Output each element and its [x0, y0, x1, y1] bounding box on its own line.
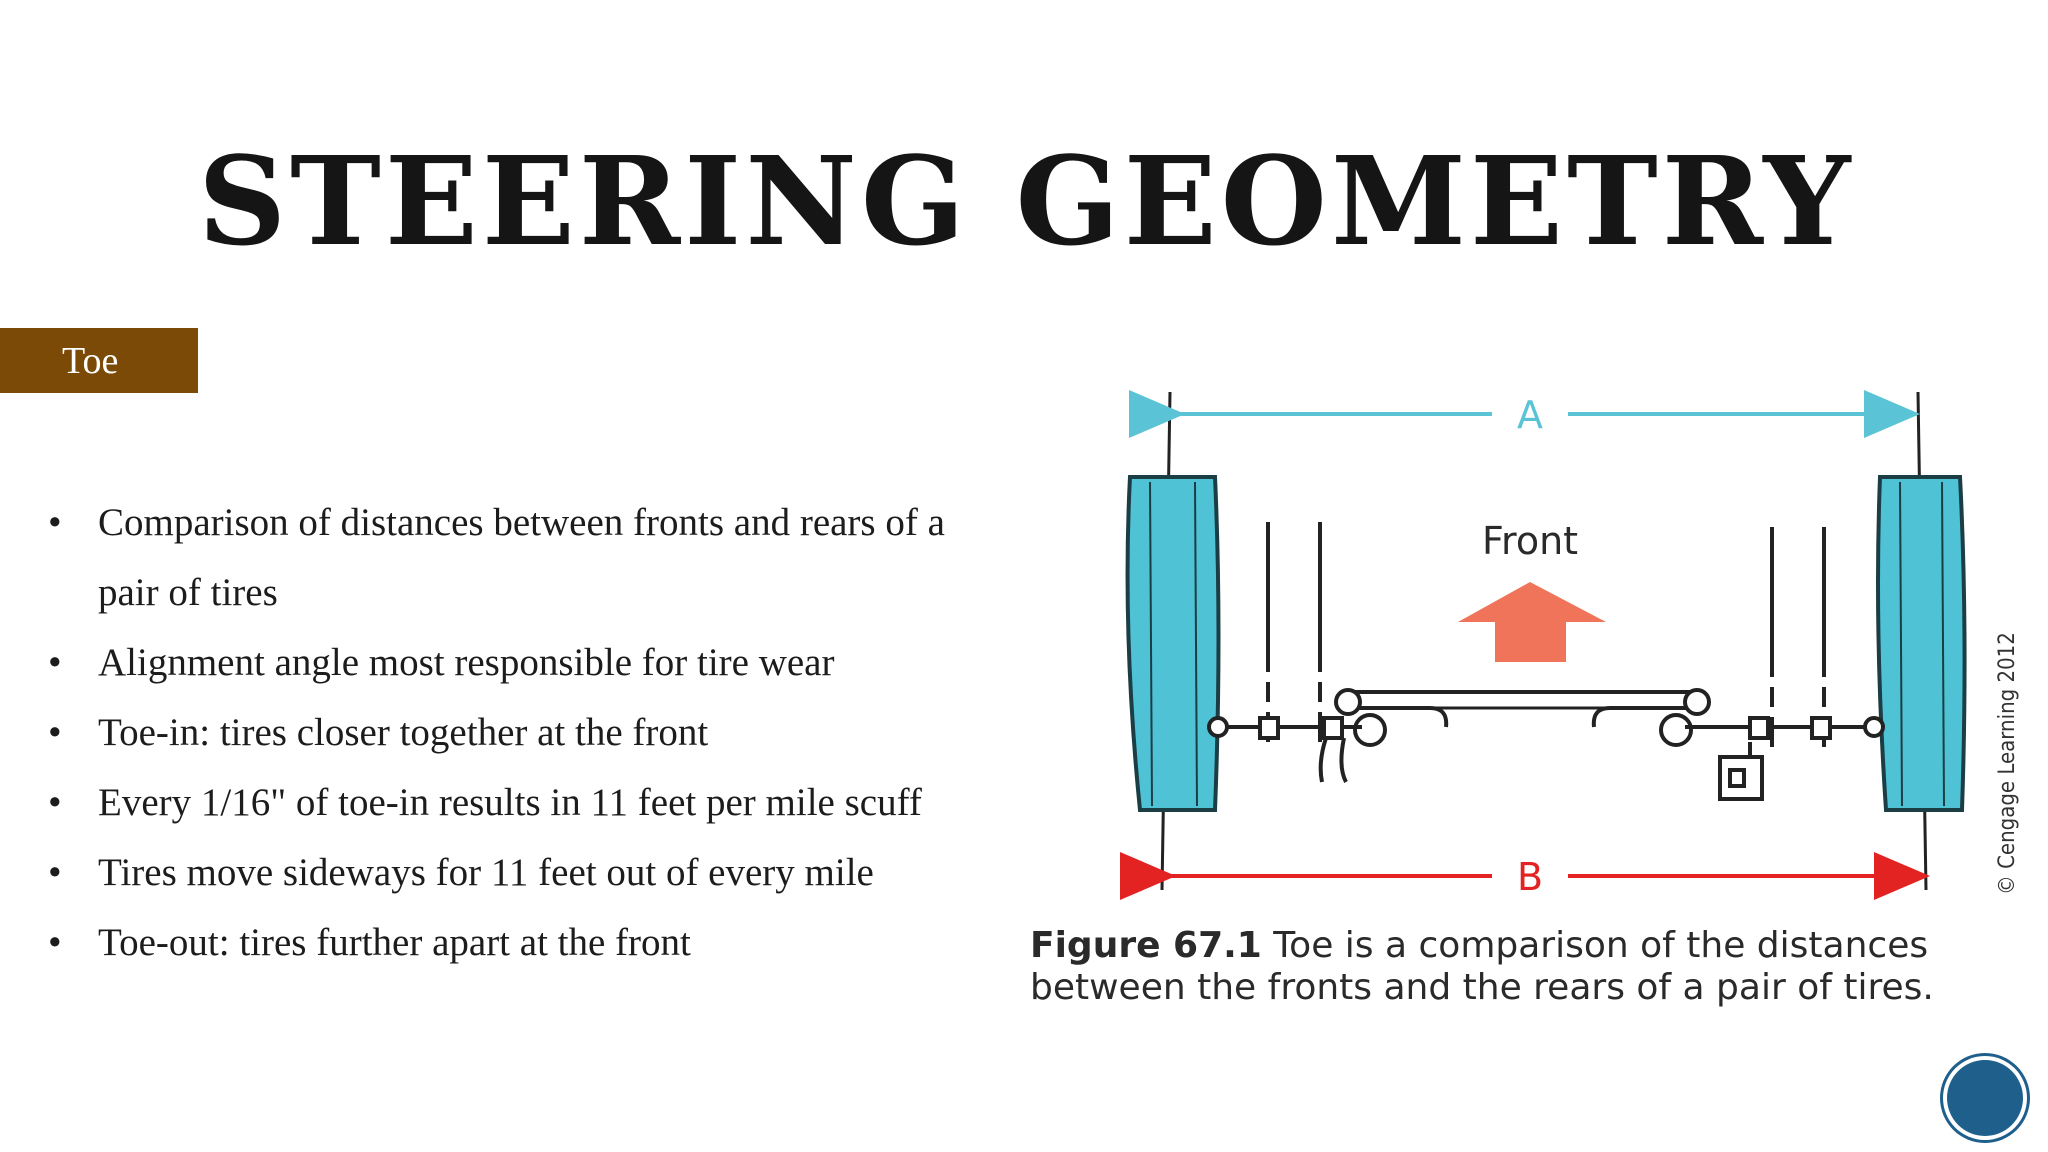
list-item: • Alignment angle most responsible for ti… — [44, 628, 994, 698]
left-tire — [1125, 475, 1221, 812]
label-a: A — [1517, 393, 1543, 437]
copyright-text: © Cengage Learning 2012 — [1995, 632, 2020, 895]
caption-text: Toe is a comparison of the distances bet… — [1030, 925, 1934, 1008]
list-item: • Tires move sideways for 11 feet out of … — [44, 838, 994, 908]
label-b: B — [1517, 855, 1543, 899]
bullet-dot: • — [48, 921, 62, 964]
figure-caption: Figure 67.1 Toe is a comparison of the d… — [1030, 925, 1970, 1009]
list-item: • Comparison of distances between fronts … — [44, 488, 994, 628]
bullet-text: Alignment angle most responsible for tir… — [98, 641, 835, 684]
subtitle-label: Toe — [62, 339, 119, 382]
label-front: Front — [1482, 519, 1578, 563]
toe-diagram-svg: A B — [1120, 390, 1967, 900]
bullet-text: Tires move sideways for 11 feet out of e… — [98, 851, 874, 894]
list-item: • Every 1/16" of toe-in results in 11 fee… — [44, 768, 994, 838]
bullet-dot: • — [48, 641, 62, 684]
bullet-text: Every 1/16" of toe-in results in 11 feet… — [98, 781, 922, 824]
bullet-text: Toe-out: tires further apart at the fron… — [98, 921, 691, 964]
toe-diagram: A B — [1100, 382, 2020, 902]
tie-rod-assembly — [1207, 688, 1885, 801]
list-item: • Toe-in: tires closer together at the fr… — [44, 698, 994, 768]
bullet-text: Comparison of distances between fronts a… — [98, 501, 945, 614]
circle-badge-icon — [1947, 1060, 2023, 1136]
bullet-dot: • — [48, 711, 62, 754]
bullet-dot: • — [48, 501, 62, 544]
bullet-dot: • — [48, 851, 62, 894]
slide-title: STEERING GEOMETRY — [198, 129, 1855, 273]
list-item: • Toe-out: tires further apart at the fro… — [44, 908, 994, 978]
bullet-dot: • — [48, 781, 62, 824]
subtitle-badge: Toe — [0, 328, 198, 393]
bullet-text: Toe-in: tires closer together at the fro… — [98, 711, 709, 754]
tire-track-lines — [1266, 522, 1826, 800]
right-tire — [1876, 475, 1967, 812]
bullet-list: • Comparison of distances between fronts … — [44, 488, 994, 978]
caption-label: Figure 67.1 — [1030, 925, 1262, 966]
front-arrow-icon — [1458, 582, 1606, 662]
